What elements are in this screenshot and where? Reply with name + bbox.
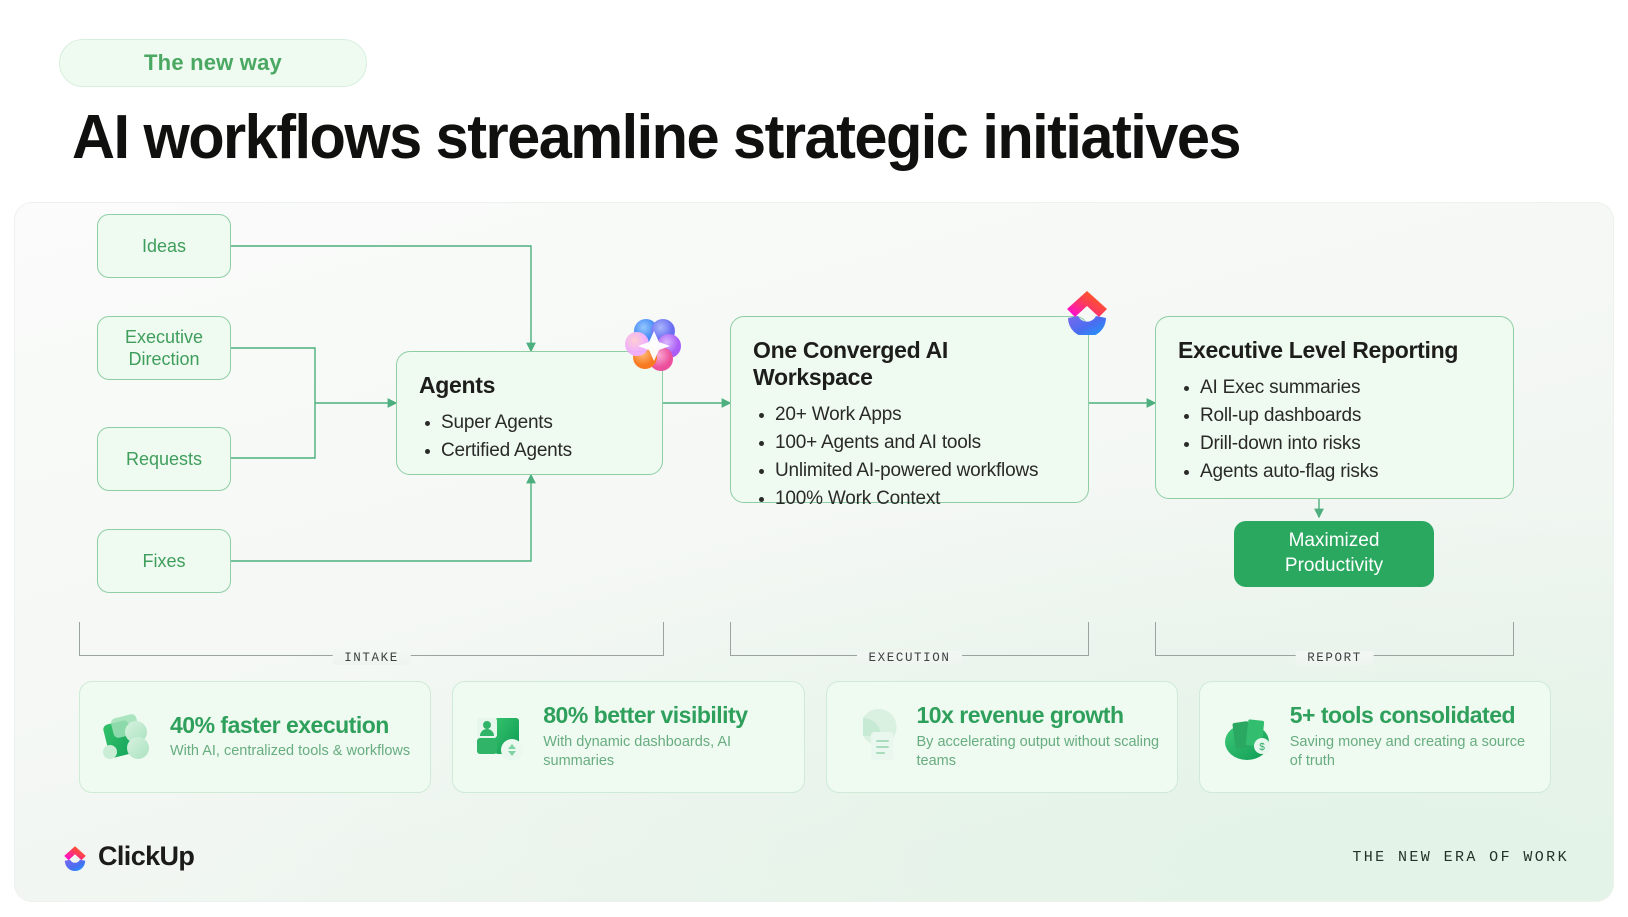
bracket-tick-right — [663, 622, 664, 656]
stat-card-revenue-growth[interactable]: 10x revenue growth By accelerating outpu… — [825, 681, 1178, 793]
ai-sparkle-icon — [625, 319, 681, 371]
bracket-tick-left — [730, 622, 731, 656]
phase-bracket-execution: EXECUTION — [730, 621, 1089, 665]
card-bullet: Unlimited AI-powered workflows — [753, 457, 1066, 485]
card-bullet-list: Super Agents Certified Agents — [419, 409, 640, 465]
stat-text: 5+ tools consolidated Saving money and c… — [1290, 702, 1534, 772]
card-bullet: Agents auto-flag risks — [1178, 458, 1491, 486]
intake-node-fixes[interactable]: Fixes — [97, 529, 231, 593]
stat-card-tools-consolidated[interactable]: $ 5+ tools consolidated Saving money and… — [1198, 681, 1551, 793]
speed-cards-icon — [103, 714, 149, 759]
footer-tagline: THE NEW ERA OF WORK — [1352, 849, 1569, 866]
result-line-2: Productivity — [1284, 555, 1384, 576]
card-title: One Converged AI Workspace — [753, 337, 948, 390]
card-bullet-list: AI Exec summaries Roll-up dashboards Dri… — [1178, 374, 1491, 486]
flow-connectors — [231, 245, 1324, 562]
result-line-1: Maximized — [1288, 530, 1380, 552]
flow-diagram: Ideas Executive Direction Requests Fixes… — [15, 203, 1613, 673]
profile-dashboard-icon — [477, 718, 524, 761]
bracket-tick-left — [1155, 622, 1156, 656]
stat-desc: By accelerating output without scaling t… — [916, 733, 1160, 770]
card-title: Agents — [419, 372, 496, 398]
intake-node-requests[interactable]: Requests — [97, 427, 231, 491]
result-maximized-productivity[interactable]: Maximized Productivity — [1234, 521, 1434, 587]
stat-text: 80% better visibility With dynamic dashb… — [543, 702, 787, 772]
eyebrow-badge: The new way — [59, 39, 367, 87]
stat-value: 80% better visibility — [543, 702, 748, 729]
card-bullet: Roll-up dashboards — [1178, 402, 1491, 430]
card-bullet: 100% Work Context — [753, 485, 1066, 513]
phase-bracket-intake: INTAKE — [79, 621, 664, 665]
svg-text:$: $ — [1259, 742, 1265, 753]
phase-label: REPORT — [1295, 651, 1374, 665]
card-bullet: Super Agents — [419, 409, 640, 437]
card-bullet-list: 20+ Work Apps 100+ Agents and AI tools U… — [753, 401, 1066, 513]
stat-desc: With AI, centralized tools & workflows — [170, 743, 411, 760]
phase-label: INTAKE — [332, 651, 411, 665]
brand-name: ClickUp — [98, 841, 195, 871]
pie-report-icon — [862, 709, 897, 760]
clickup-mark-icon — [1067, 291, 1107, 335]
stat-text: 40% faster execution With AI, centralize… — [170, 712, 410, 762]
stat-text: 10x revenue growth By accelerating outpu… — [917, 702, 1161, 772]
bracket-tick-right — [1088, 622, 1089, 656]
bracket-tick-left — [79, 622, 80, 656]
card-bullet: 100+ Agents and AI tools — [753, 429, 1066, 457]
intake-node-ideas[interactable]: Ideas — [97, 214, 231, 278]
intake-node-executive-direction[interactable]: Executive Direction — [97, 316, 231, 380]
phase-bracket-report: REPORT — [1155, 621, 1514, 665]
phase-label: EXECUTION — [856, 651, 963, 665]
card-executive-level-reporting[interactable]: Executive Level Reporting AI Exec summar… — [1155, 316, 1514, 499]
brand-lockup: ClickUp — [61, 841, 195, 872]
card-agents[interactable]: Agents Super Agents Certified Agents — [396, 351, 663, 475]
stats-row: 40% faster execution With AI, centralize… — [79, 681, 1551, 793]
stat-value: 10x revenue growth — [916, 702, 1125, 729]
clickup-logo-icon — [64, 845, 86, 871]
card-bullet: 20+ Work Apps — [753, 401, 1066, 429]
card-title: Executive Level Reporting — [1178, 337, 1459, 363]
money-stack-icon: $ — [1224, 719, 1270, 760]
eyebrow-badge-label: The new way — [144, 50, 282, 75]
page-title: AI workflows streamline strategic initia… — [72, 103, 1242, 172]
stat-card-better-visibility[interactable]: 80% better visibility With dynamic dashb… — [452, 681, 805, 793]
card-bullet: AI Exec summaries — [1178, 374, 1491, 402]
stat-value: 5+ tools consolidated — [1289, 702, 1516, 729]
intake-node-label: Requests — [125, 448, 203, 469]
stat-desc: With dynamic dashboards, AI summaries — [543, 733, 732, 770]
intake-node-label: Ideas — [141, 235, 187, 256]
slide-header: The new way AI workflows streamline stra… — [0, 0, 1628, 208]
stat-desc: Saving money and creating a source of tr… — [1289, 733, 1526, 770]
card-one-converged-ai-workspace[interactable]: One Converged AI Workspace 20+ Work Apps… — [730, 316, 1089, 509]
card-bullet: Drill-down into risks — [1178, 430, 1491, 458]
intake-node-label: Executive Direction — [124, 326, 204, 370]
stat-value: 40% faster execution — [170, 712, 389, 738]
intake-node-label: Fixes — [142, 550, 186, 571]
card-bullet: Certified Agents — [419, 437, 640, 465]
bracket-tick-right — [1513, 622, 1514, 656]
diagram-stage: Ideas Executive Direction Requests Fixes… — [14, 202, 1614, 902]
slide-footer: ClickUp THE NEW ERA OF WORK — [15, 841, 1613, 881]
stat-card-faster-execution[interactable]: 40% faster execution With AI, centralize… — [79, 681, 432, 793]
